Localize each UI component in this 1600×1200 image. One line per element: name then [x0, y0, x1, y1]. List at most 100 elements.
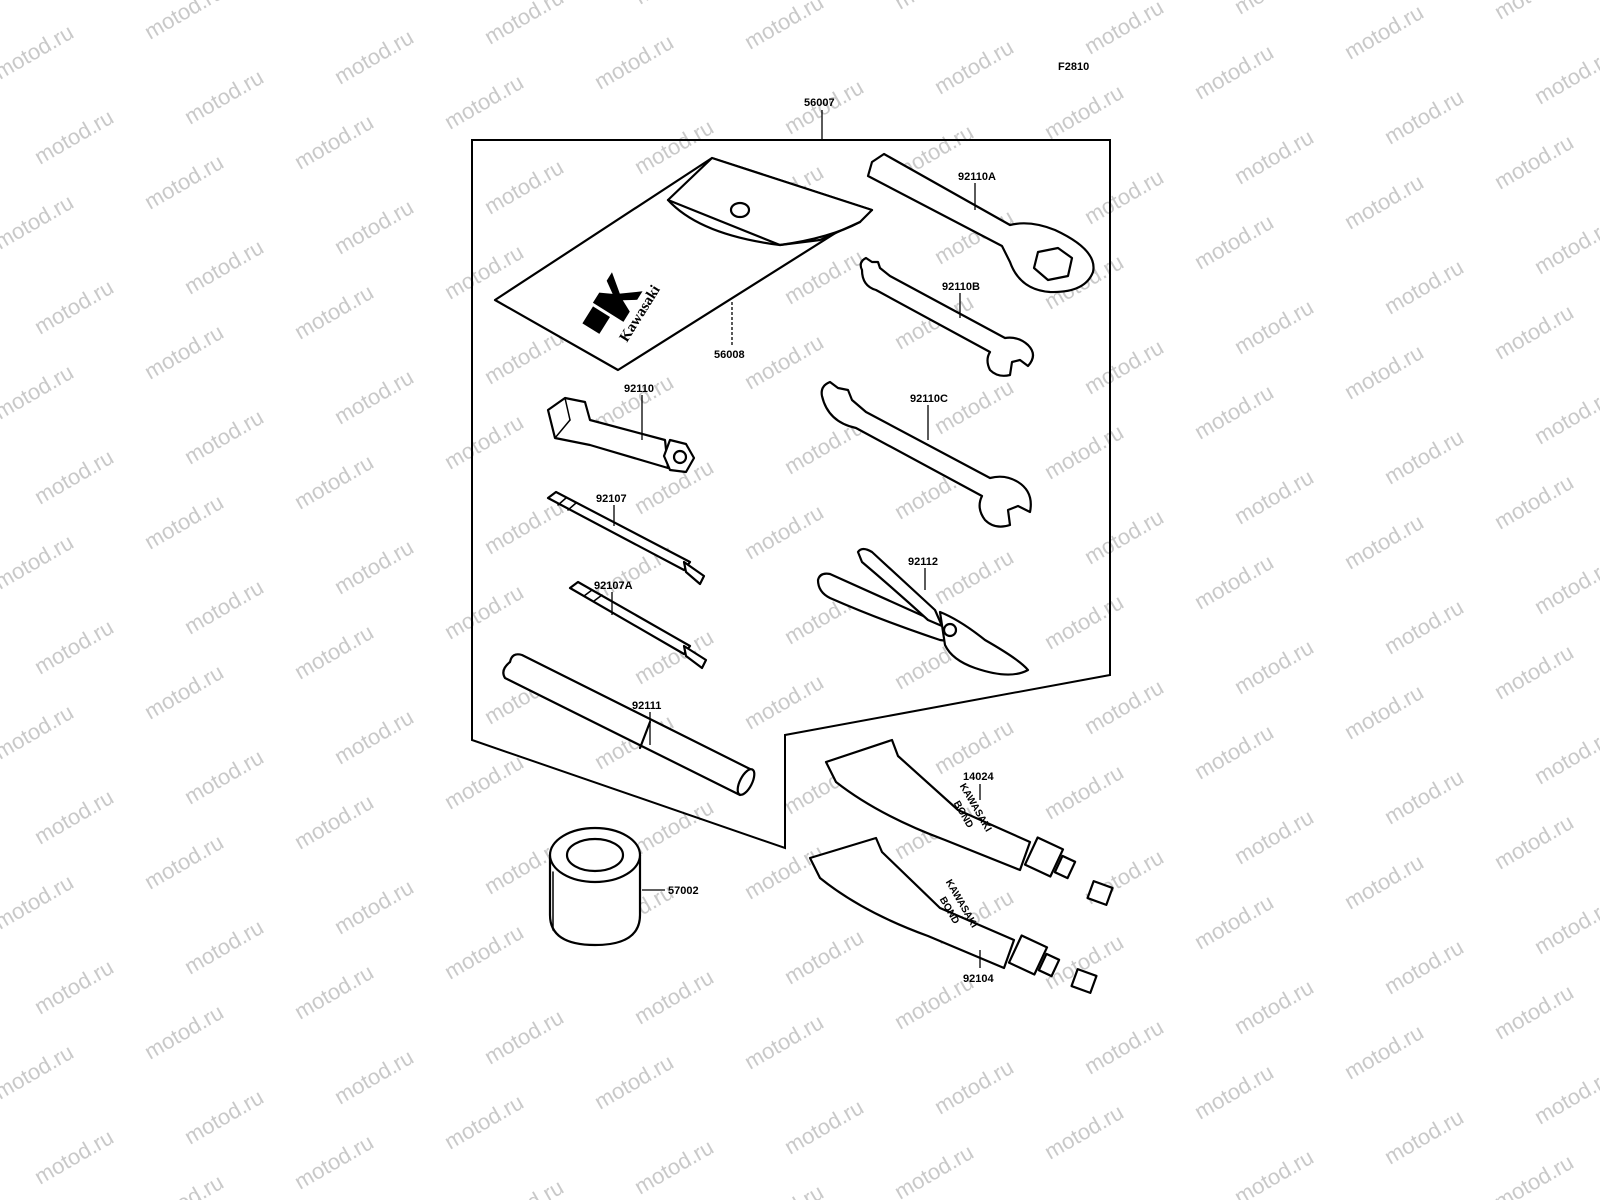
- screwdriver-92107A: [568, 580, 708, 670]
- watermark-text: motod.ru: [1530, 44, 1600, 109]
- watermark-text: motod.ru: [180, 404, 268, 469]
- watermark-text: motod.ru: [140, 659, 228, 724]
- watermark-text: motod.ru: [180, 64, 268, 129]
- watermark-text: motod.ru: [290, 789, 378, 854]
- watermark-text: motod.ru: [1190, 209, 1278, 274]
- watermark-text: motod.ru: [1190, 39, 1278, 104]
- watermark-text: motod.ru: [1380, 1104, 1468, 1169]
- part-label-92110B: 92110B: [942, 281, 980, 293]
- watermark-text: motod.ru: [740, 499, 828, 564]
- watermark-text: motod.ru: [1530, 724, 1600, 789]
- part-label-92112: 92112: [908, 556, 938, 568]
- part-label-56007: 56007: [804, 97, 835, 109]
- watermark-text: motod.ru: [1190, 719, 1278, 784]
- watermark-text: motod.ru: [140, 0, 228, 44]
- watermark-text: motod.ru: [290, 449, 378, 514]
- watermark-text: motod.ru: [1230, 804, 1318, 869]
- watermark-text: motod.ru: [480, 154, 568, 219]
- watermark-text: motod.ru: [1080, 1014, 1168, 1079]
- watermark-text: motod.ru: [1040, 1099, 1128, 1164]
- pliers-92112: [816, 547, 1030, 676]
- watermark-text: motod.ru: [330, 704, 418, 769]
- watermark-text: motod.ru: [630, 964, 718, 1029]
- part-label-92110A: 92110A: [958, 171, 996, 183]
- watermark-text: motod.ru: [1190, 379, 1278, 444]
- watermark-text: motod.ru: [440, 919, 528, 984]
- watermark-text: motod.ru: [440, 409, 528, 474]
- watermark-text: motod.ru: [0, 189, 78, 254]
- watermark-text: motod.ru: [290, 0, 378, 4]
- watermark-text: motod.ru: [630, 0, 718, 9]
- watermark-text: motod.ru: [140, 319, 228, 384]
- watermark-text: motod.ru: [0, 359, 78, 424]
- grease-can-57002: [548, 826, 642, 947]
- watermark-text: motod.ru: [440, 749, 528, 814]
- watermark-text: motod.ru: [290, 619, 378, 684]
- part-label-14024: 14024: [963, 771, 994, 783]
- watermark-text: motod.ru: [330, 24, 418, 89]
- watermark-text: motod.ru: [480, 0, 568, 49]
- watermark-text: motod.ru: [330, 874, 418, 939]
- part-label-92107A: 92107A: [594, 580, 633, 592]
- watermark-text: motod.ru: [1080, 164, 1168, 229]
- watermark-text: motod.ru: [630, 794, 718, 859]
- watermark-text: motod.ru: [1340, 0, 1428, 64]
- watermark-text: motod.ru: [1230, 124, 1318, 189]
- hex-ring-icon: [1032, 246, 1074, 282]
- watermark-text: motod.ru: [0, 529, 78, 594]
- watermark-text: motod.ru: [780, 924, 868, 989]
- part-label-92104: 92104: [963, 973, 994, 985]
- watermark-text: motod.ru: [1190, 889, 1278, 954]
- watermark-text: motod.ru: [180, 914, 268, 979]
- watermark-text: motod.ru: [180, 234, 268, 299]
- part-label-57002: 57002: [668, 885, 699, 897]
- watermark-text: motod.ru: [780, 1094, 868, 1159]
- watermark-text: motod.ru: [1040, 79, 1128, 144]
- watermark-text: motod.ru: [740, 669, 828, 734]
- watermark-text: motod.ru: [1490, 299, 1578, 364]
- watermark-text: motod.ru: [1490, 129, 1578, 194]
- watermark-text: motod.ru: [1490, 809, 1578, 874]
- watermark-text: motod.ru: [1230, 464, 1318, 529]
- watermark-text: motod.ru: [1190, 549, 1278, 614]
- watermark-text: motod.ru: [1380, 254, 1468, 319]
- watermark-text: motod.ru: [1340, 509, 1428, 574]
- tool-bag-56008: Kawasaki: [493, 156, 874, 372]
- watermark-text: motod.ru: [930, 714, 1018, 779]
- watermark-text: motod.ru: [330, 534, 418, 599]
- watermark-text: motod.ru: [1530, 214, 1600, 279]
- watermark-text: motod.ru: [140, 1169, 228, 1200]
- screwdriver-92107: [546, 490, 706, 586]
- kit-boundary: [471, 139, 1111, 850]
- watermark-text: motod.ru: [1380, 764, 1468, 829]
- watermark-text: motod.ru: [1230, 634, 1318, 699]
- watermark-text: motod.ru: [1230, 294, 1318, 359]
- watermark-text: motod.ru: [1490, 469, 1578, 534]
- watermark-text: motod.ru: [1380, 424, 1468, 489]
- watermark-text: motod.ru: [930, 34, 1018, 99]
- watermark-text: motod.ru: [590, 29, 678, 94]
- watermark-text: motod.ru: [0, 869, 78, 934]
- watermark-text: motod.ru: [1380, 84, 1468, 149]
- watermark-text: motod.ru: [140, 149, 228, 214]
- watermark-text: motod.ru: [30, 614, 118, 679]
- watermark-text: motod.ru: [1230, 1144, 1318, 1200]
- watermark-text: motod.ru: [290, 1129, 378, 1194]
- watermark-text: motod.ru: [1230, 0, 1318, 19]
- watermark-text: motod.ru: [740, 1009, 828, 1074]
- watermark-text: motod.ru: [290, 959, 378, 1024]
- bond-tube-92104: KAWASAKI BOND: [808, 836, 1098, 994]
- watermark-text: motod.ru: [180, 744, 268, 809]
- part-label-92110C: 92110C: [910, 393, 948, 405]
- watermark-text: motod.ru: [330, 194, 418, 259]
- watermark-text: motod.ru: [740, 1179, 828, 1200]
- watermark-text: motod.ru: [1190, 1059, 1278, 1124]
- open-wrench-92110B: [859, 256, 1035, 377]
- watermark-text: motod.ru: [890, 1139, 978, 1200]
- watermark-text: motod.ru: [290, 109, 378, 174]
- watermark-text: motod.ru: [930, 544, 1018, 609]
- watermark-text: motod.ru: [890, 0, 978, 14]
- snap-button-icon: [729, 201, 751, 219]
- watermark-text: motod.ru: [0, 19, 78, 84]
- watermark-text: motod.ru: [590, 1049, 678, 1114]
